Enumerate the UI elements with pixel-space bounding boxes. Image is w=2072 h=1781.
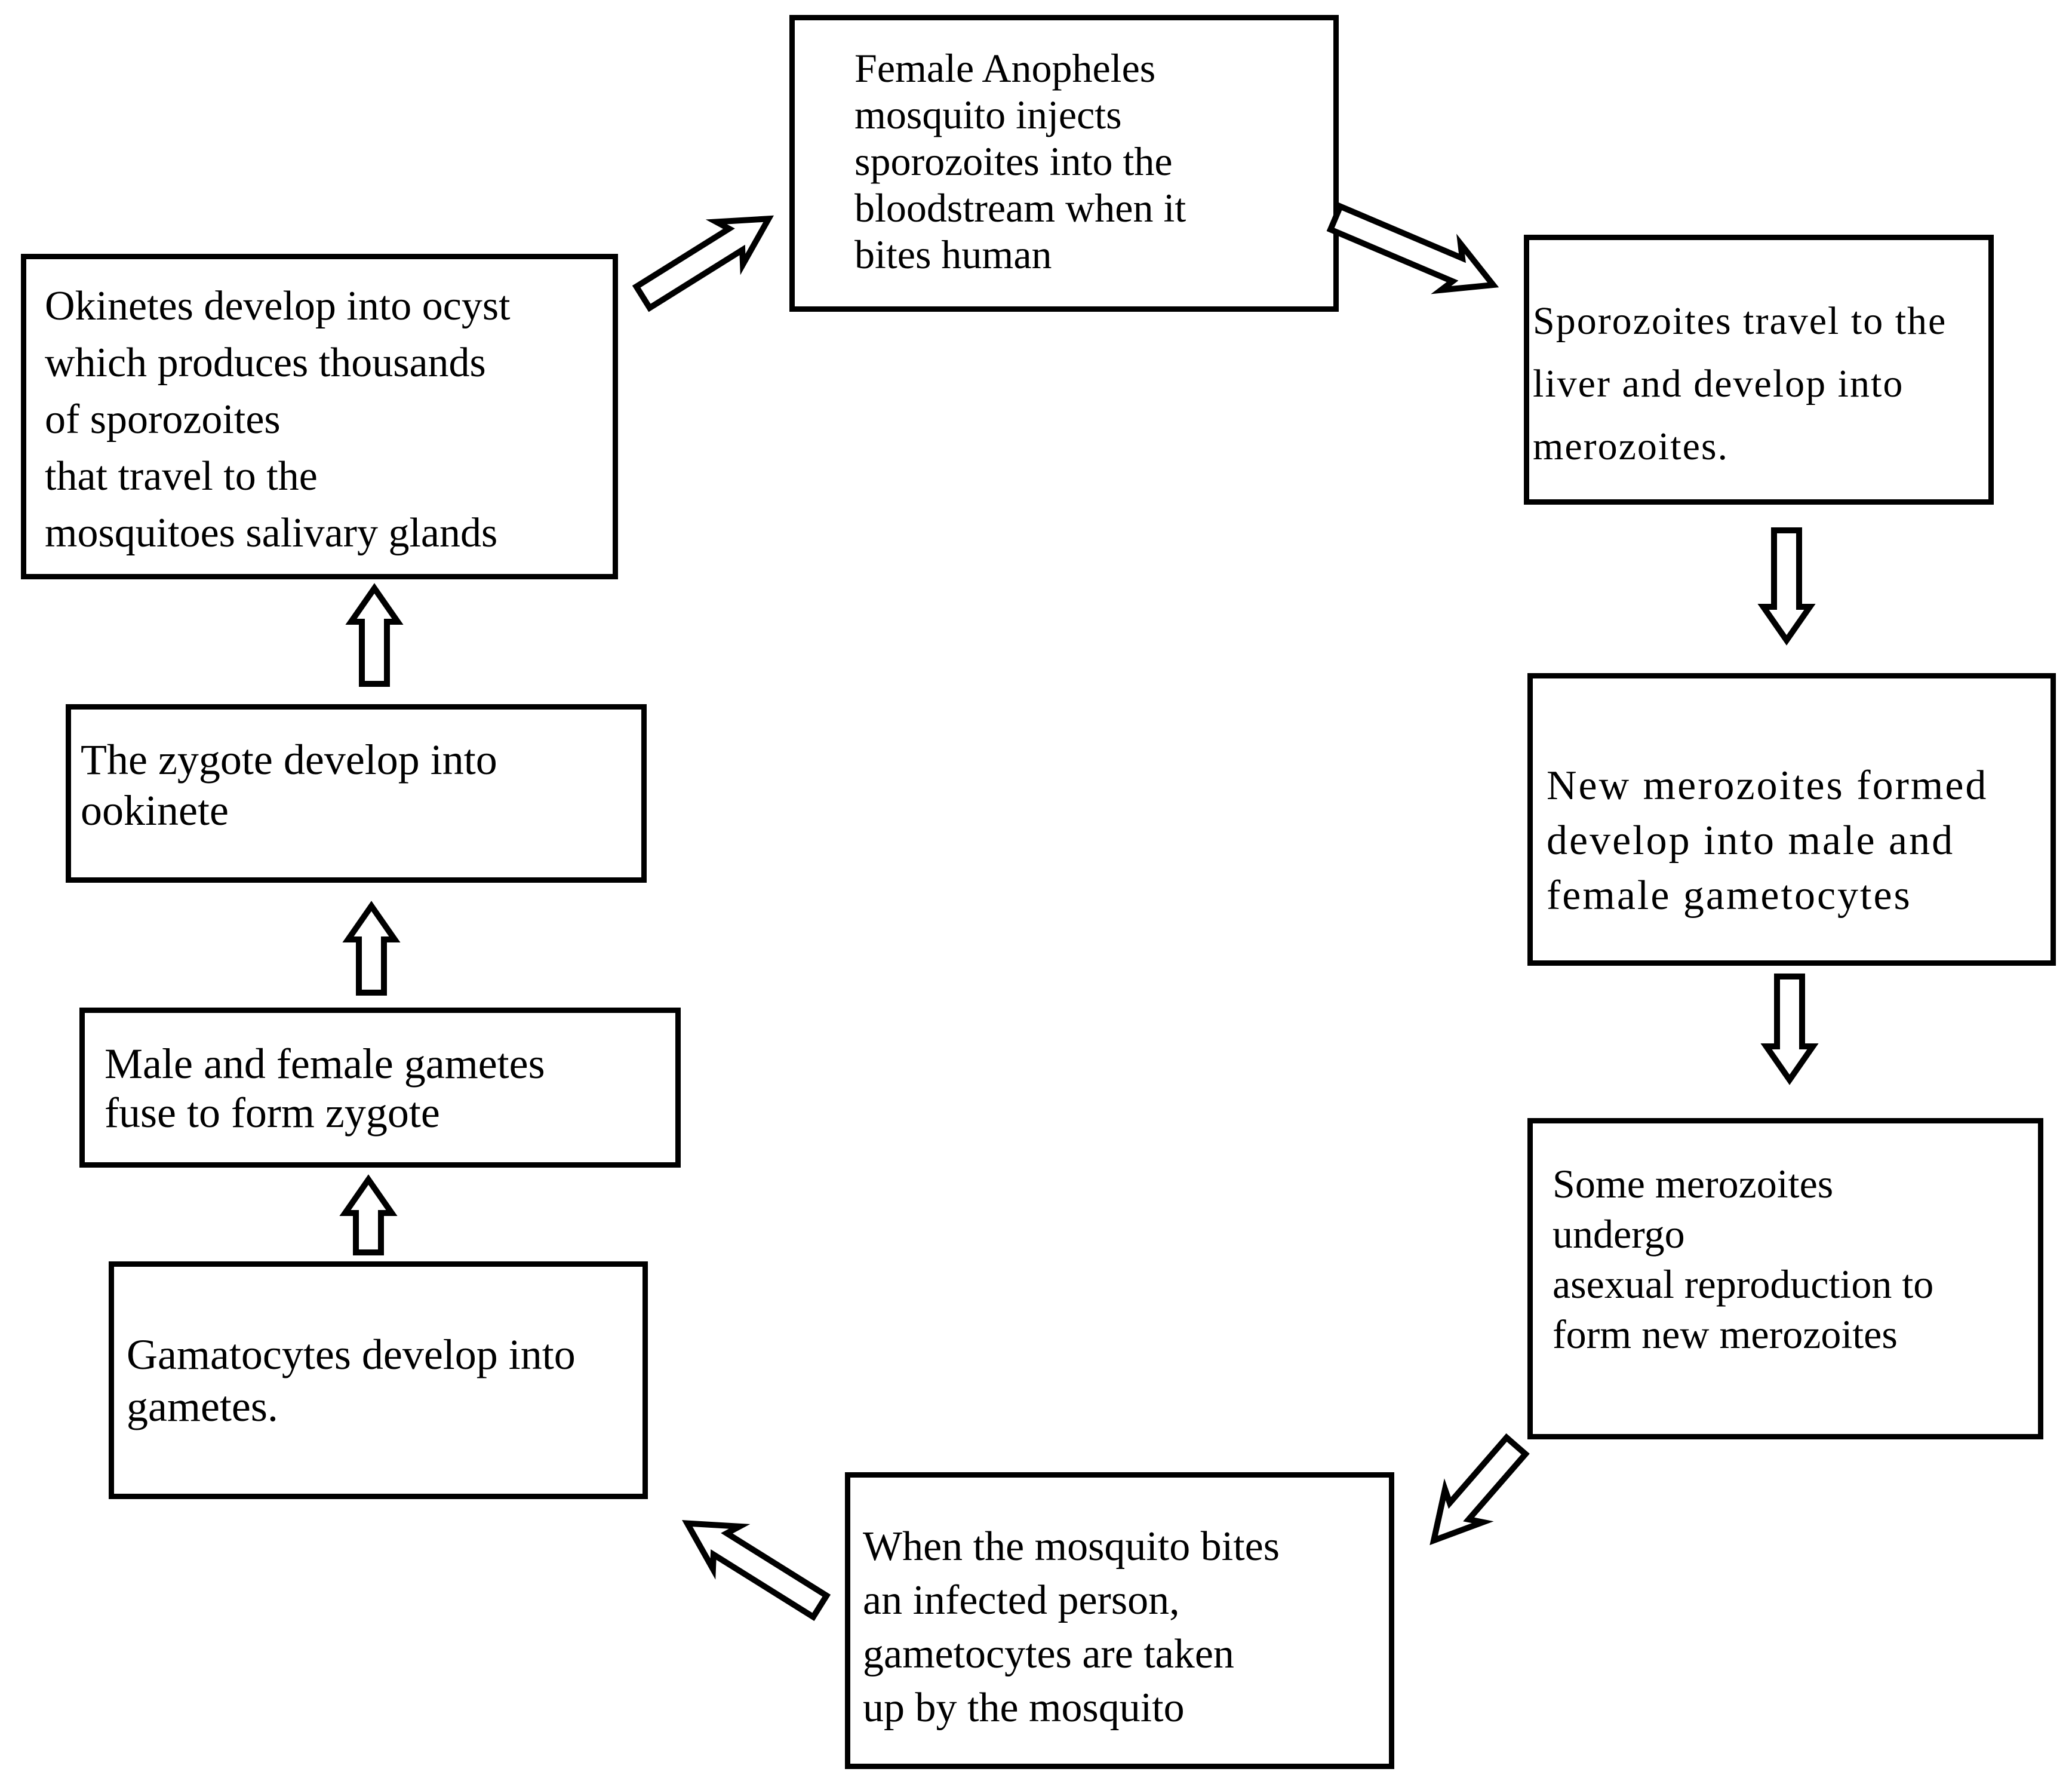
flow-arrow-ookinete-up-icon: [345, 583, 404, 687]
box-mosquito-bites-infected-person: When the mosquito bites an infected pers…: [845, 1472, 1394, 1769]
flow-arrow-gametocytes-to-asexual-icon: [1760, 974, 1819, 1085]
flow-arrow-gametes-up-icon: [339, 1174, 398, 1255]
flow-arrow-asexual-to-bite-icon: [1430, 1433, 1530, 1546]
box-gametocytes-develop-gametes: Gamatocytes develop into gametes.: [109, 1261, 648, 1499]
box-merozoites-asexual-reproduction: Some merozoites undergo asexual reproduc…: [1527, 1118, 2043, 1439]
box-ookinetes-develop-oocyst: Okinetes develop into ocyst which produc…: [21, 254, 618, 579]
flow-arrow-zygote-up-icon: [342, 901, 401, 996]
flow-arrow-liver-to-gametocytes-icon: [1757, 527, 1816, 646]
box-merozoites-form-gametocytes: New merozoites formed develop into male …: [1527, 673, 2056, 966]
flow-arrow-oocyst-to-injection-icon: [632, 215, 774, 312]
box-gametes-fuse-zygote: Male and female gametes fuse to form zyg…: [79, 1008, 681, 1168]
box-zygote-develops-ookinete: The zygote develop into ookinete: [66, 704, 647, 883]
flow-arrow-injection-to-liver-icon: [1326, 202, 1499, 294]
box-sporozoites-travel-liver: Sporozoites travel to the liver and deve…: [1524, 235, 1994, 505]
box-mosquito-injects-sporozoites: Female Anopheles mosquito injects sporoz…: [789, 15, 1339, 312]
flow-arrow-bite-to-gametocytes-icon: [682, 1520, 831, 1622]
